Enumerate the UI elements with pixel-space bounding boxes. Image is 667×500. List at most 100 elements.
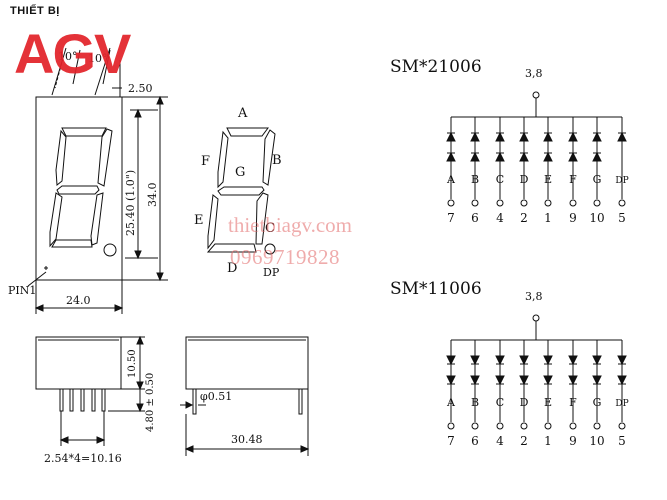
schematic_top-common-terminal xyxy=(532,91,540,99)
schematic_top-pin-label: 1 xyxy=(544,211,552,225)
schematic_top-pin-label: 6 xyxy=(471,211,479,225)
dim-width-label: 24.0 xyxy=(66,294,91,307)
schematic_bottom-pin-terminal xyxy=(496,422,504,430)
schematic_bottom-diode xyxy=(446,375,456,386)
schematic_top-diode xyxy=(592,151,602,162)
seg-g xyxy=(217,186,265,196)
front-dp-dot xyxy=(103,243,117,257)
schematic_top-diode xyxy=(592,131,602,142)
schematic-bottom-common-pin: 3,8 xyxy=(525,290,543,303)
segment-diagram xyxy=(206,127,276,255)
schematic_bottom-diode xyxy=(568,375,578,386)
schematic_top-diode xyxy=(495,131,505,142)
schematic_bottom-pin-label: 1 xyxy=(544,434,552,448)
schematic_top-branch xyxy=(617,117,627,207)
seg-label-dp: DP xyxy=(263,266,280,279)
schematic_top-diode xyxy=(470,131,480,142)
schematic_top-diode xyxy=(543,131,553,142)
brand-logo: AGV xyxy=(14,22,131,85)
schematic_top-segment-label: B xyxy=(471,173,479,186)
schematic_top-pin-terminal xyxy=(618,199,626,207)
schematic_top-segment-label: DP xyxy=(615,176,628,186)
front-segment-a xyxy=(61,127,107,137)
schematic_bottom-diode xyxy=(617,375,627,386)
schematic_bottom-segment-label: E xyxy=(544,396,552,409)
watermark-site: thietbiagv.com xyxy=(228,213,353,237)
schematic_top-diode xyxy=(470,151,480,162)
schematic_bottom-pin-terminal xyxy=(471,422,479,430)
schematic_top-pin-label: 2 xyxy=(520,211,528,225)
schematic_top-diode xyxy=(519,151,529,162)
schematic_bottom-diode xyxy=(543,355,553,366)
schematic_top-branch xyxy=(543,117,553,207)
seg-label-e: E xyxy=(194,213,204,228)
schematic_bottom-pin-terminal xyxy=(447,422,455,430)
schematic_bottom-diode xyxy=(470,355,480,366)
schematic_bottom-segment-label: G xyxy=(593,396,602,409)
schematic_top-branch xyxy=(495,117,505,207)
angle-right-label: 10° xyxy=(88,52,108,65)
schematic_top-pin-label: 9 xyxy=(569,211,577,225)
seg-a xyxy=(226,127,269,137)
front-segment-c xyxy=(90,192,104,246)
schematic_bottom-diode xyxy=(617,355,627,366)
schematic-top-common-pin: 3,8 xyxy=(525,67,543,80)
schematic_bottom-pin-terminal xyxy=(593,422,601,430)
schematic_top-pin-label: 10 xyxy=(589,211,604,225)
front-segment-d xyxy=(51,239,93,248)
angle-left-label: 10° xyxy=(58,50,78,63)
schematic_bottom-branch xyxy=(568,340,578,430)
schematic_top-diode xyxy=(568,131,578,142)
schematic_top-diode xyxy=(617,131,627,142)
schematic_bottom-pin-label: 4 xyxy=(496,434,504,448)
side-view-right xyxy=(180,336,310,456)
schematic_bottom-pin-terminal xyxy=(569,422,577,430)
schematic_top-pin-terminal xyxy=(544,199,552,207)
schematic_bottom-segment-label: B xyxy=(471,396,479,409)
side-view-labels: 10.50 4.80 ± 0.50 2.54*4=10.16 φ0.51 30.… xyxy=(44,349,263,465)
dim-top-label: 2.50 xyxy=(128,82,153,95)
segment-letters: A B C D E F G DP xyxy=(194,106,282,279)
seg-f xyxy=(217,130,229,189)
seg-b xyxy=(262,129,276,186)
schematic_bottom-diode xyxy=(495,355,505,366)
schematic_bottom-diode xyxy=(495,375,505,386)
side-right-body xyxy=(185,336,309,390)
dim-total-height-label: 34.0 xyxy=(146,183,159,208)
front-segment-e xyxy=(49,192,63,248)
schematic-text: SM*21006 3,8 SM*11006 3,8 A7B6C4D2E1F9G1… xyxy=(390,57,629,448)
schematic_bottom-segment-label: F xyxy=(569,396,577,409)
brand-top-text: THIẾT BỊ xyxy=(10,5,60,17)
seg-label-a: A xyxy=(237,106,248,121)
schematic_top-diode xyxy=(495,151,505,162)
schematic-bottom-title: SM*11006 xyxy=(390,279,482,299)
schematic_top-diode xyxy=(568,151,578,162)
front-segment-b xyxy=(97,128,113,187)
schematic_bottom-diode xyxy=(592,375,602,386)
schematic_top-segment-label: A xyxy=(446,173,456,186)
schematic_bottom-segment-label: D xyxy=(520,396,529,409)
dim-body-height-label: 10.50 xyxy=(127,349,138,378)
seg-label-g: G xyxy=(235,165,245,180)
schematic_bottom-pin-label: 6 xyxy=(471,434,479,448)
schematic_top-pin-label: 5 xyxy=(618,211,626,225)
schematic_top-pin-terminal xyxy=(593,199,601,207)
schematic_bottom-diode xyxy=(446,355,456,366)
schematic_top-branch xyxy=(470,117,480,207)
schematic_bottom-branch xyxy=(495,340,505,430)
front-view-labels: 10° 10° 2.50 25.40 (1.0") 34.0 24.0 PIN1 xyxy=(8,50,159,307)
seg-label-b: B xyxy=(272,153,282,168)
schematic_bottom-diode xyxy=(592,355,602,366)
side-view-left xyxy=(35,335,145,446)
schematic_top-diode xyxy=(446,151,456,162)
schematic_top-branch xyxy=(592,117,602,207)
schematic_top-segment-label: D xyxy=(520,173,529,186)
schematic_bottom-pin-label: 2 xyxy=(520,434,528,448)
schematic_bottom-segment-label: DP xyxy=(615,399,628,409)
schematic_top-pin-terminal xyxy=(471,199,479,207)
schematic_bottom-branch xyxy=(543,340,553,430)
schematic_bottom-diode xyxy=(543,375,553,386)
schematic_bottom-segment-label: C xyxy=(496,396,504,409)
schematic_bottom-branch xyxy=(446,340,456,430)
